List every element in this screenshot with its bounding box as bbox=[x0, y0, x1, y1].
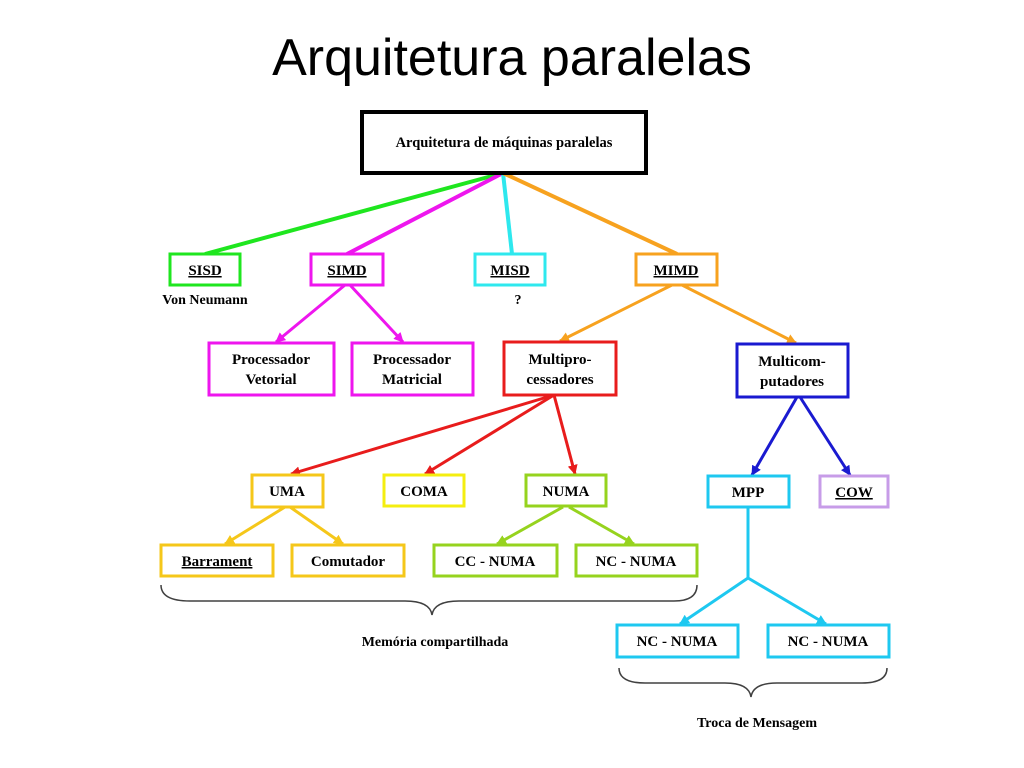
node-coma: COMA bbox=[382, 473, 466, 508]
node-nc-numa-3-label: NC - NUMA bbox=[788, 634, 869, 650]
node-proc-vet-line1: Processador bbox=[232, 352, 310, 368]
arrow-multiproc-coma bbox=[424, 393, 555, 476]
brace-shared-memory bbox=[160, 584, 698, 616]
mpp-connectors bbox=[679, 507, 827, 626]
multicomp-arrows bbox=[750, 396, 852, 476]
mimd-arrows bbox=[559, 283, 797, 345]
arrow-mimd-multicomp bbox=[681, 283, 797, 345]
node-proc-vet: Processador Vetorial bbox=[207, 341, 336, 397]
multiproc-arrows bbox=[290, 393, 578, 477]
connector-root-simd bbox=[346, 171, 504, 256]
arrow-simd-proc-mat bbox=[348, 283, 405, 344]
node-cc-numa: CC - NUMA bbox=[432, 543, 559, 578]
arrow-uma-barrament bbox=[224, 505, 286, 546]
node-uma-label: UMA bbox=[269, 484, 305, 500]
node-root: Arquitetura de máquinas paralelas bbox=[360, 110, 648, 175]
node-multicomp-line1: Multicom- bbox=[758, 354, 825, 370]
node-comutador: Comutador bbox=[290, 543, 406, 578]
node-proc-vet-line2: Vetorial bbox=[245, 372, 296, 388]
node-multiproc-line1: Multipro- bbox=[528, 352, 591, 368]
node-multicomp: Multicom- putadores bbox=[735, 342, 850, 399]
arrow-mimd-multiproc bbox=[559, 283, 673, 343]
uma-arrows bbox=[224, 505, 344, 546]
connector-root-mimd bbox=[502, 171, 678, 256]
simd-arrows bbox=[275, 283, 405, 344]
node-sisd: SISD bbox=[168, 252, 242, 287]
node-nc-numa-1-label: NC - NUMA bbox=[596, 554, 677, 570]
arrow-multicomp-cow bbox=[798, 396, 852, 476]
arrow-numa-cc bbox=[496, 505, 564, 546]
node-mimd-label: MIMD bbox=[654, 263, 699, 279]
root-connectors bbox=[204, 171, 678, 256]
node-sisd-label: SISD bbox=[188, 263, 222, 279]
node-barrament-label: Barrament bbox=[182, 554, 253, 570]
node-proc-mat: Processador Matricial bbox=[350, 341, 475, 397]
node-comutador-label: Comutador bbox=[311, 554, 386, 570]
note-message-passing: Troca de Mensagem bbox=[697, 716, 817, 731]
node-nc-numa-3: NC - NUMA bbox=[766, 623, 891, 659]
arrow-multicomp-mpp bbox=[750, 396, 799, 476]
node-root-label: Arquitetura de máquinas paralelas bbox=[396, 135, 613, 151]
arrow-numa-nc bbox=[568, 505, 635, 546]
node-proc-mat-line2: Matricial bbox=[382, 372, 442, 388]
node-multiproc-line2: cessadores bbox=[526, 372, 593, 388]
node-mpp: MPP bbox=[706, 474, 791, 509]
connector-root-sisd bbox=[204, 171, 504, 256]
node-numa: NUMA bbox=[524, 473, 608, 508]
arrow-simd-proc-vet bbox=[275, 283, 346, 344]
node-cc-numa-label: CC - NUMA bbox=[455, 554, 536, 570]
arrow-mpp-nc-left bbox=[679, 576, 749, 626]
node-barrament: Barrament bbox=[159, 543, 275, 578]
node-misd: MISD bbox=[473, 252, 547, 287]
note-von-neumann: Von Neumann bbox=[162, 293, 248, 308]
numa-arrows bbox=[496, 505, 635, 546]
node-nc-numa-2-label: NC - NUMA bbox=[637, 634, 718, 650]
connector-root-misd bbox=[501, 172, 514, 255]
node-numa-label: NUMA bbox=[543, 484, 590, 500]
arrow-uma-comutador bbox=[289, 505, 344, 546]
arrow-mpp-nc-right bbox=[747, 576, 827, 626]
node-multicomp-line2: putadores bbox=[760, 374, 824, 390]
note-misd-unknown: ? bbox=[515, 293, 522, 308]
arrow-multiproc-numa bbox=[552, 394, 578, 475]
node-cow: COW bbox=[818, 474, 890, 509]
node-mpp-label: MPP bbox=[732, 485, 764, 501]
node-uma: UMA bbox=[250, 473, 325, 509]
node-proc-mat-line1: Processador bbox=[373, 352, 451, 368]
node-coma-label: COMA bbox=[400, 484, 448, 500]
arrow-multiproc-uma bbox=[290, 393, 555, 477]
node-misd-label: MISD bbox=[490, 263, 529, 279]
node-nc-numa-2: NC - NUMA bbox=[615, 623, 740, 659]
brace-message-passing bbox=[618, 667, 888, 698]
node-simd: SIMD bbox=[309, 252, 385, 287]
node-simd-label: SIMD bbox=[327, 263, 366, 279]
node-nc-numa-1: NC - NUMA bbox=[574, 543, 699, 578]
node-cow-label: COW bbox=[835, 485, 873, 501]
slide-title: Arquitetura paralelas bbox=[272, 29, 752, 87]
note-shared-memory: Memória compartilhada bbox=[362, 635, 509, 650]
node-mimd: MIMD bbox=[634, 252, 719, 287]
node-multiproc: Multipro- cessadores bbox=[502, 340, 618, 397]
